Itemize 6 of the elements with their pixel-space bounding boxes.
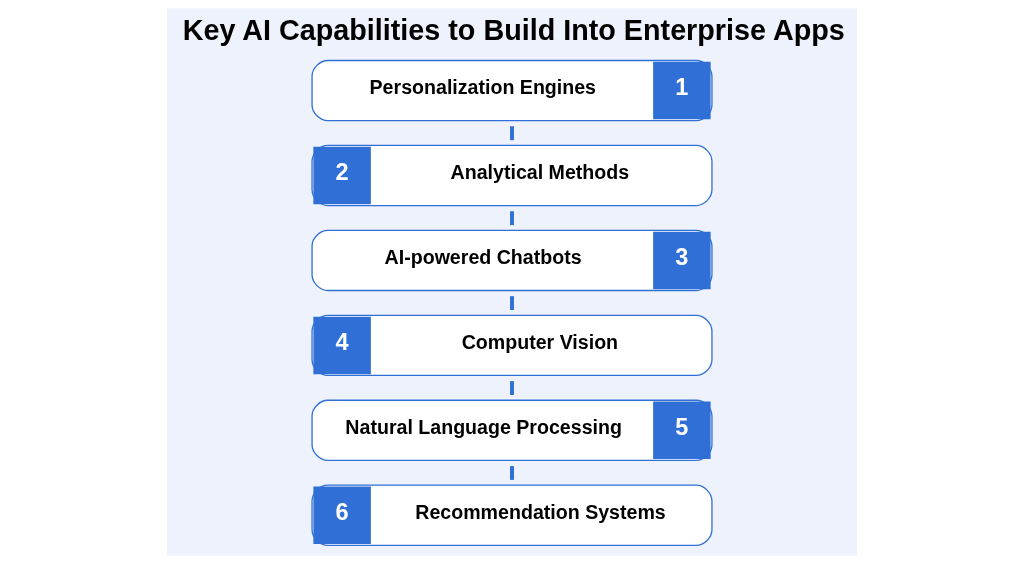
connector — [510, 296, 514, 311]
connector — [510, 466, 514, 480]
connector — [510, 381, 514, 395]
connector — [510, 126, 514, 141]
diagram-title: Key AI Capabilities to Build Into Enterprise Apps — [182, 14, 845, 47]
connector — [510, 211, 514, 226]
